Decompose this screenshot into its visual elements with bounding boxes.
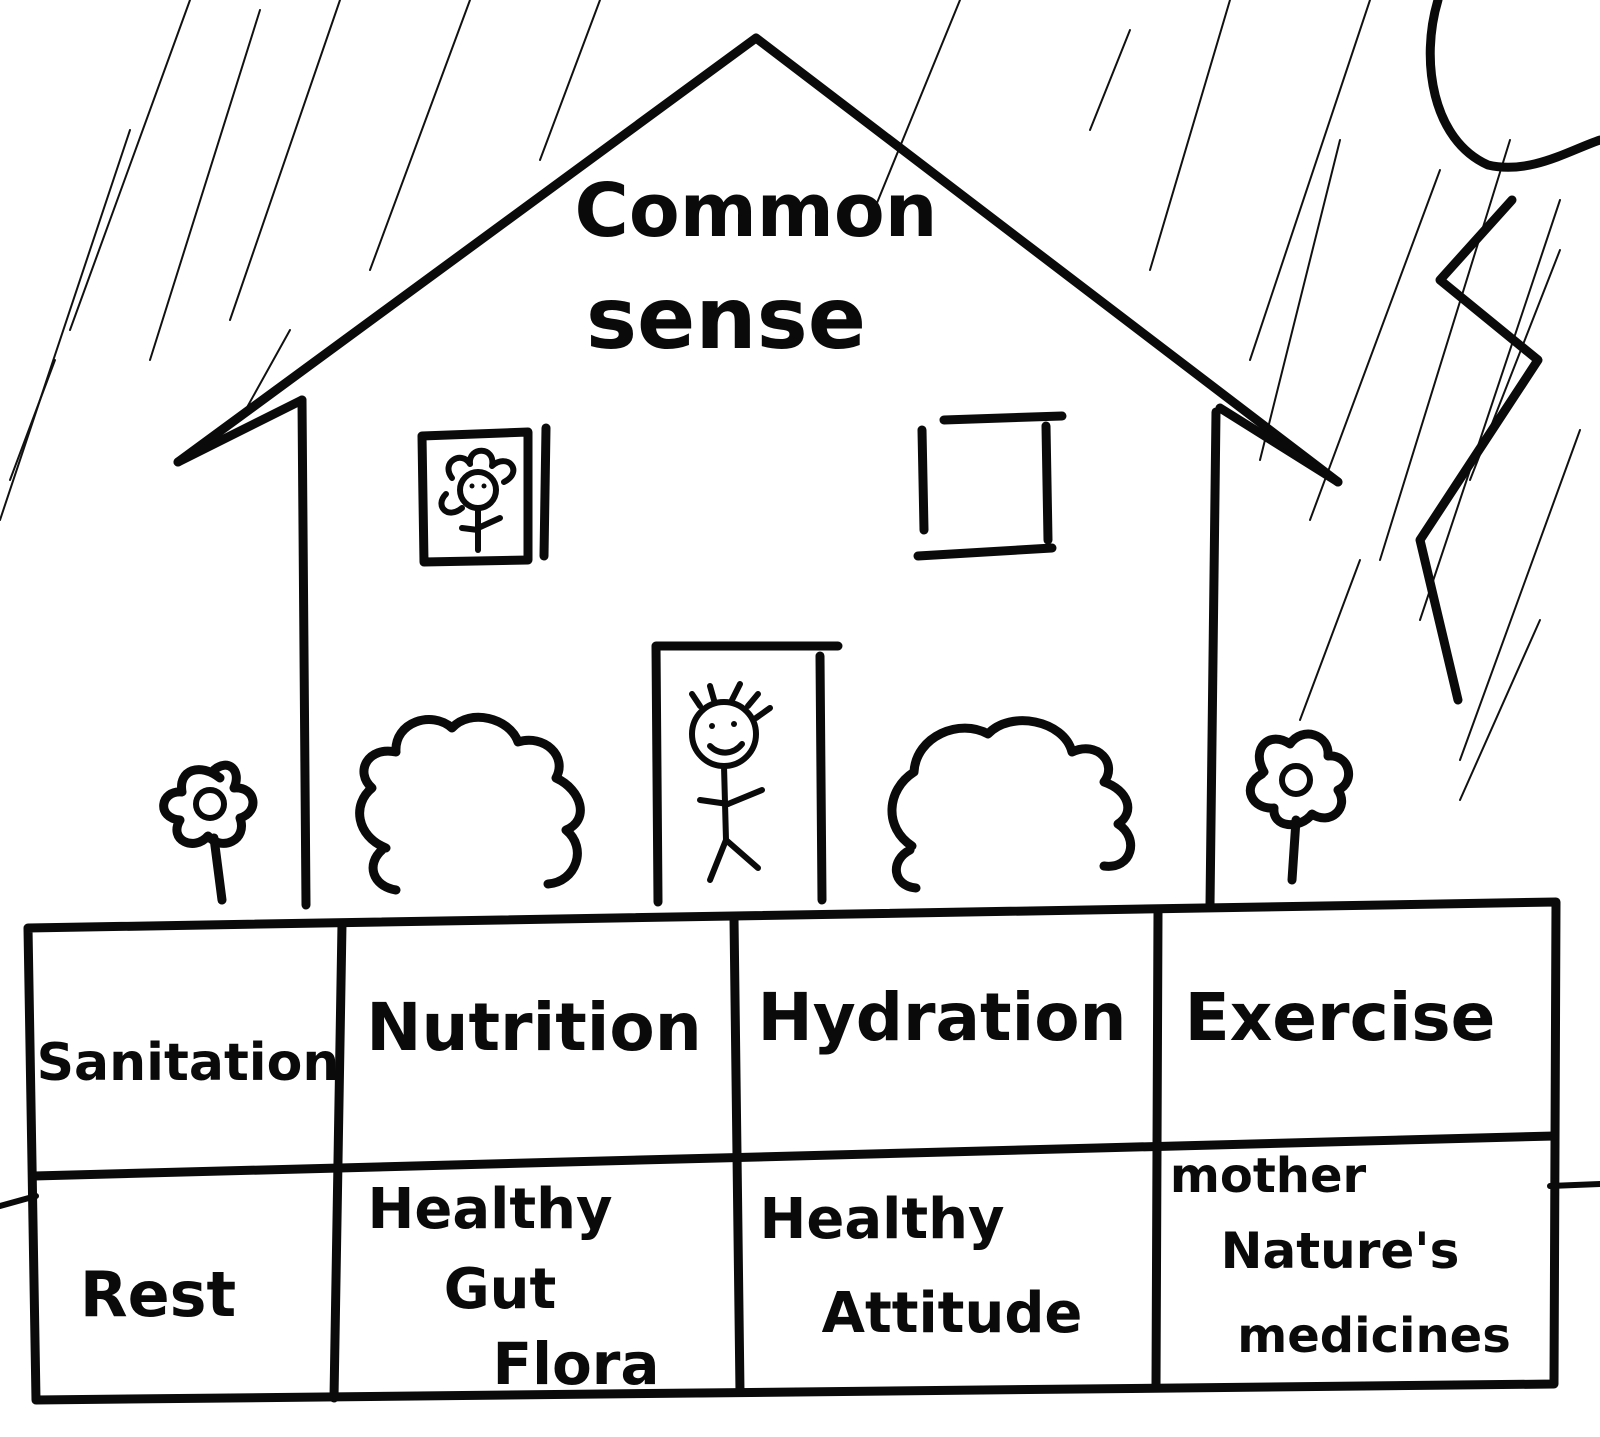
cell-medicines-line3: medicines (1237, 1308, 1511, 1364)
house-right-wall (1205, 407, 1221, 910)
cell-rest: Rest (80, 1258, 236, 1331)
cell-gut-flora-line3: Flora (492, 1330, 659, 1398)
roof-title-line1: Common (575, 168, 938, 254)
house-left-wall (297, 395, 311, 910)
rain-streaks-icon (0, 0, 1581, 801)
cell-sanitation: Sanitation (37, 1033, 340, 1093)
left-window-with-flower (417, 423, 551, 567)
roof-title-line2: sense (586, 269, 866, 369)
front-door (651, 641, 843, 907)
stick-figure-icon (689, 681, 773, 883)
cell-gut-flora-line2: Gut (444, 1257, 557, 1322)
left-flower-icon (159, 760, 258, 905)
left-bush-icon (355, 712, 585, 895)
cell-hydration: Hydration (757, 979, 1126, 1056)
cell-medicines-line1: mother (1170, 1148, 1367, 1204)
foundation-grid (23, 897, 1561, 1405)
lightning-cloud-icon (1415, 0, 1600, 705)
right-window (913, 411, 1067, 561)
foundation-labels: Sanitation Nutrition Hydration Exercise … (37, 979, 1511, 1398)
cell-exercise: Exercise (1185, 979, 1496, 1056)
right-bush-icon (887, 716, 1136, 893)
cell-attitude-line2: Attitude (822, 1281, 1083, 1346)
cell-attitude-line1: Healthy (760, 1187, 1005, 1252)
cell-nutrition: Nutrition (366, 989, 701, 1066)
window-flower-icon (438, 447, 517, 553)
cell-gut-flora-line1: Healthy (368, 1177, 613, 1242)
cell-medicines-line2: Nature's (1221, 1222, 1460, 1280)
roof (173, 33, 1343, 487)
right-flower-icon (1245, 729, 1353, 885)
